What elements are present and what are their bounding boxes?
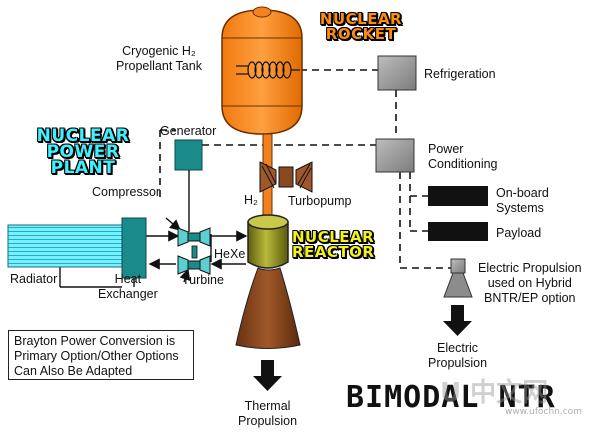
thermal-propulsion-label: Thermal Propulsion — [238, 399, 298, 428]
refrigeration-unit — [377, 55, 417, 91]
shaft — [191, 245, 198, 259]
heat-exchanger — [121, 217, 147, 279]
electric-propulsion-label: Electric Propulsion — [428, 341, 488, 370]
nuclear-rocket-title: NUCLEAR ROCKET — [319, 10, 403, 43]
onboard-systems-label: On-board Systems — [496, 186, 549, 215]
generator — [174, 139, 203, 171]
compressor-label: Compressor — [92, 185, 161, 199]
electric-propulsion-arrow — [443, 305, 472, 336]
nuclear-reactor — [247, 214, 289, 269]
payload-label: Payload — [496, 226, 542, 240]
electric-propulsion-hybrid-label: Electric Propulsion used on Hybrid BNTR/… — [478, 261, 582, 305]
radiator-label: Radiator — [10, 272, 58, 286]
generator-label: Generator — [160, 124, 217, 138]
refrigeration-label: Refrigeration — [424, 67, 496, 81]
bimodal-ntr-logo: BIMODAL NTR — [346, 380, 556, 415]
heat-exchanger-label: Heat Exchanger — [98, 272, 158, 301]
turbine — [177, 255, 211, 275]
h2-label: H₂ — [244, 193, 258, 207]
refrigeration-coil — [236, 61, 300, 79]
nuclear-reactor-title: NUCLEAR REACTOR — [292, 228, 375, 261]
watermark-url: www.ufochn.com — [505, 407, 582, 417]
turbopump — [259, 161, 313, 193]
onboard-systems-block — [428, 186, 488, 206]
electrical-lines — [159, 69, 452, 269]
payload-block — [428, 222, 488, 241]
watermark: U 中文网 — [440, 378, 549, 408]
power-conditioning-label: Power Conditioning — [428, 142, 498, 171]
power-conditioning-unit — [375, 138, 415, 173]
compressor — [177, 227, 211, 247]
nozzle — [235, 267, 301, 349]
thermal-propulsion-arrow — [253, 360, 282, 391]
turbopump-label: Turbopump — [288, 194, 352, 208]
electric-thruster — [443, 258, 473, 298]
hexe-label: HeXe — [214, 247, 246, 261]
nuclear-power-plant-title: NUCLEAR POWER PLANT — [36, 126, 130, 178]
turbine-label: Turbine — [182, 273, 224, 287]
propellant-tank-label: Cryogenic H₂ Propellant Tank — [116, 44, 202, 73]
brayton-note: Brayton Power Conversion is Primary Opti… — [8, 330, 194, 380]
radiator — [7, 224, 127, 268]
